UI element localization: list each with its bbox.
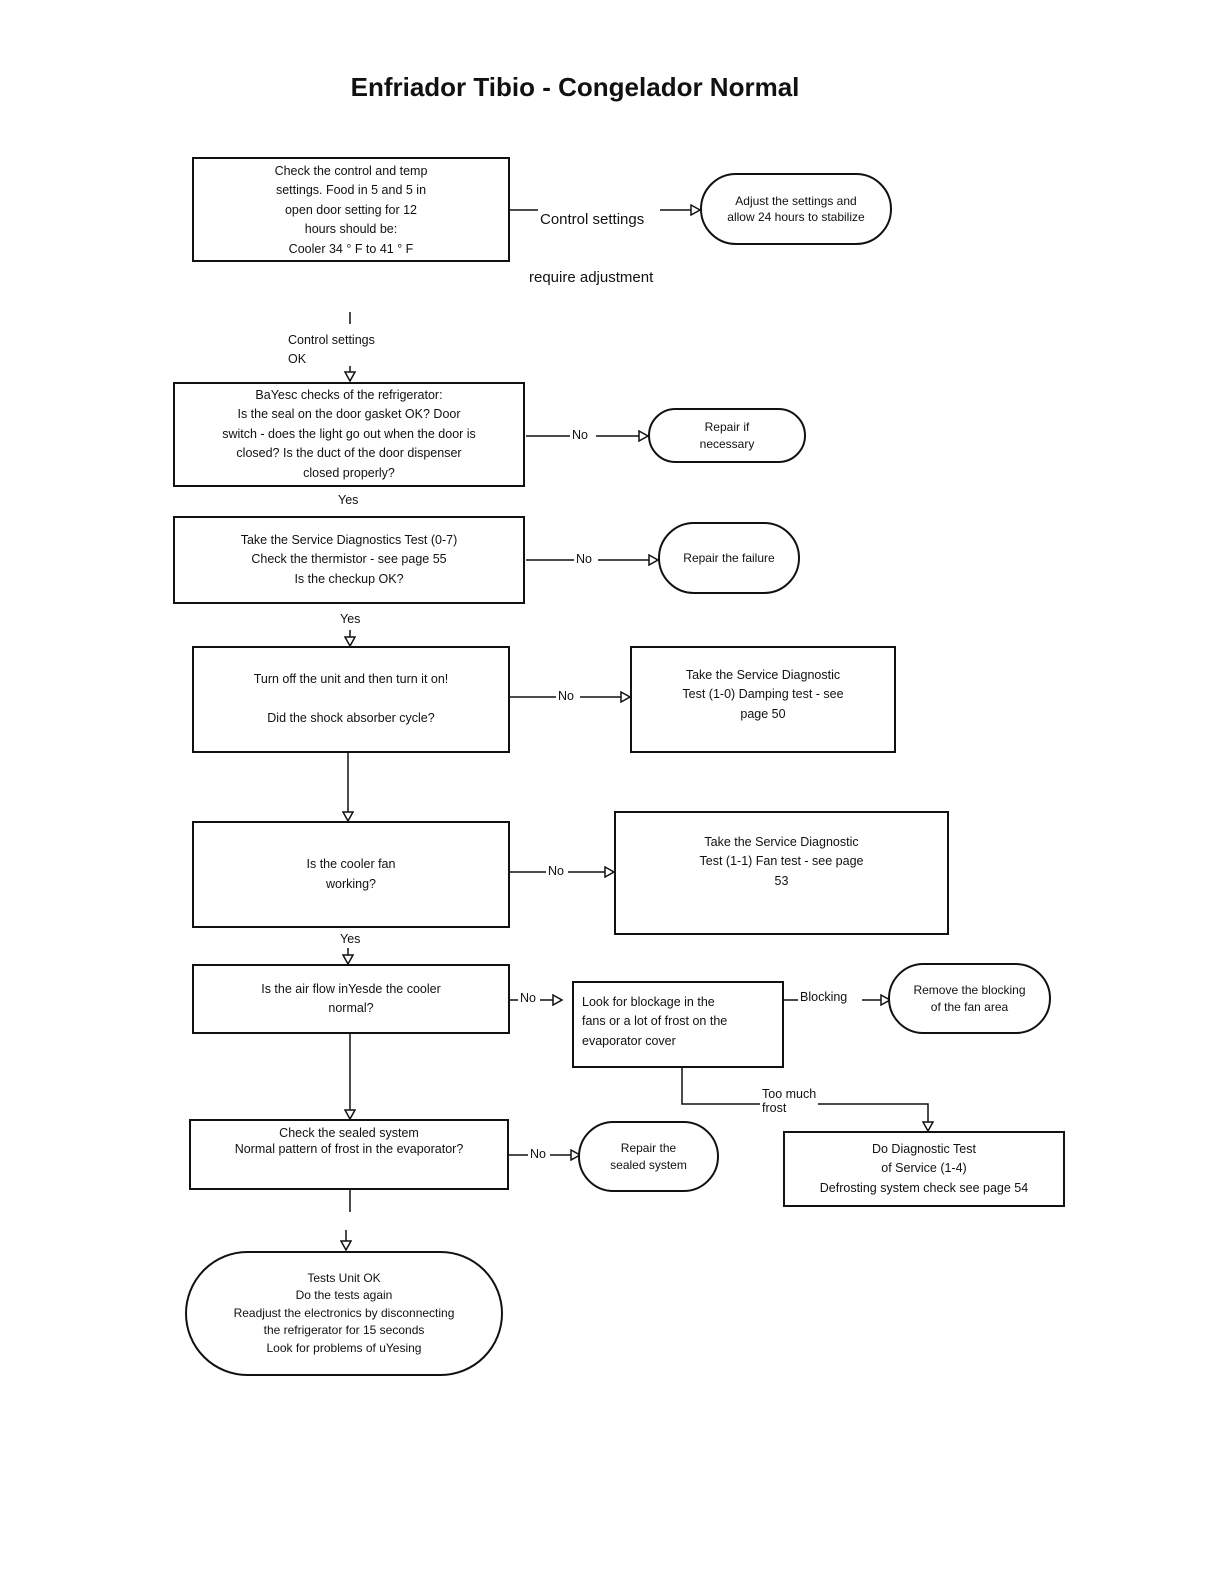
edge-label-yes: Yes [338,612,363,626]
repair-failure-terminal: Repair the failure [658,522,800,594]
service-test-07-box: Take the Service Diagnostics Test (0-7) … [173,516,525,604]
check-control-settings-box: Check the control and temp settings. Foo… [192,157,510,262]
edge-label-yes: Yes [338,932,363,946]
edge-label-no: No [518,991,538,1005]
edge-label-no: No [528,1147,548,1161]
fan-test-box: Take the Service Diagnostic Test (1-1) F… [614,811,949,935]
edge-label-control-settings: Control settings [540,211,645,228]
cooler-fan-box: Is the cooler fan working? [192,821,510,928]
basic-checks-box: BaYesc checks of the refrigerator: Is th… [173,382,525,487]
edge-label-no: No [570,428,590,442]
edge-label-yes: Yes [336,493,361,507]
defrost-test-box: Do Diagnostic Test of Service (1-4) Defr… [783,1131,1065,1207]
damping-test-box: Take the Service Diagnostic Test (1-0) D… [630,646,896,753]
repair-if-necessary-terminal: Repair if necessary [648,408,806,463]
look-blockage-box: Look for blockage in the fans or a lot o… [572,981,784,1068]
turn-off-unit-box: Turn off the unit and then turn it on! D… [192,646,510,753]
edge-label-no: No [556,689,576,703]
edge-label-control-ok: Control settings OK [288,333,375,367]
adjust-settings-terminal: Adjust the settings and allow 24 hours t… [700,173,892,245]
tests-ok-terminal: Tests Unit OK Do the tests again Readjus… [185,1251,503,1376]
edge-label-no: No [546,864,566,878]
edge-label-require-adjustment: require adjustment [529,269,654,286]
air-flow-box: Is the air flow inYesde the cooler norma… [192,964,510,1034]
page-title: Enfriador Tibio - Congelador Normal [350,72,800,102]
sealed-system-box: Check the sealed system Normal pattern o… [189,1119,509,1190]
repair-sealed-terminal: Repair the sealed system [578,1121,719,1192]
edge-label-blocking: Blocking [798,990,850,1004]
edge-label-no: No [574,552,594,566]
edge-label-too-much-frost: Too much frost [760,1087,819,1116]
remove-blocking-terminal: Remove the blocking of the fan area [888,963,1051,1034]
